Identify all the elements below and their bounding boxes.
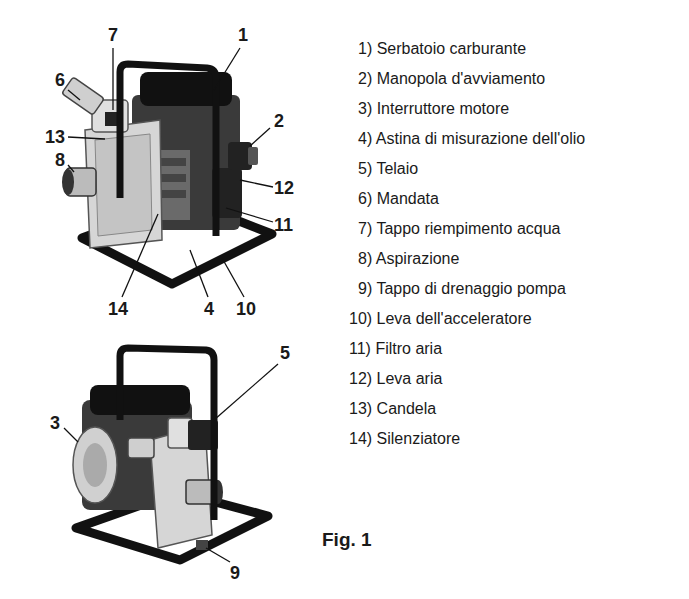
pump-rear-view — [73, 348, 268, 560]
callout-number: 9 — [230, 563, 240, 583]
callout-number: 1 — [238, 25, 248, 45]
leader-lines — [64, 48, 278, 562]
part-list-item: 10) Leva dell'acceleratore — [349, 309, 532, 329]
part-list-item: 5) Telaio — [358, 159, 418, 179]
part-list-item: 3) Interruttore motore — [358, 99, 509, 119]
callout-number: 12 — [274, 178, 294, 198]
callout-number: 8 — [55, 150, 65, 170]
part-list-item: 1) Serbatoio carburante — [358, 39, 526, 59]
callout-number: 5 — [280, 343, 290, 363]
part-list-item: 2) Manopola d'avviamento — [358, 69, 545, 89]
callout-number: 13 — [45, 127, 65, 147]
callout-number: 11 — [274, 215, 293, 235]
part-list-item: 11) Filtro aria — [349, 339, 442, 359]
part-list-item: 6) Mandata — [358, 189, 439, 209]
part-list-item: 9) Tappo di drenaggio pompa — [358, 279, 566, 299]
callout-number: 6 — [55, 70, 65, 90]
callout-number: 14 — [108, 299, 128, 319]
part-list-item: 12) Leva aria — [349, 369, 442, 389]
pump-front-view — [62, 64, 272, 284]
part-list-item: 4) Astina di misurazione dell'olio — [358, 129, 585, 149]
callout-number: 2 — [274, 111, 284, 131]
part-list-item: 7) Tappo riempimento acqua — [358, 219, 561, 239]
part-list-item: 8) Aspirazione — [358, 249, 459, 269]
callout-number: 3 — [50, 413, 60, 433]
callout-number: 10 — [236, 299, 256, 319]
figure-caption: Fig. 1 — [322, 529, 372, 551]
callout-number: 4 — [204, 299, 214, 319]
callout-number: 7 — [108, 25, 118, 45]
part-list-item: 14) Silenziatore — [349, 429, 460, 449]
part-list-item: 13) Candela — [349, 399, 436, 419]
